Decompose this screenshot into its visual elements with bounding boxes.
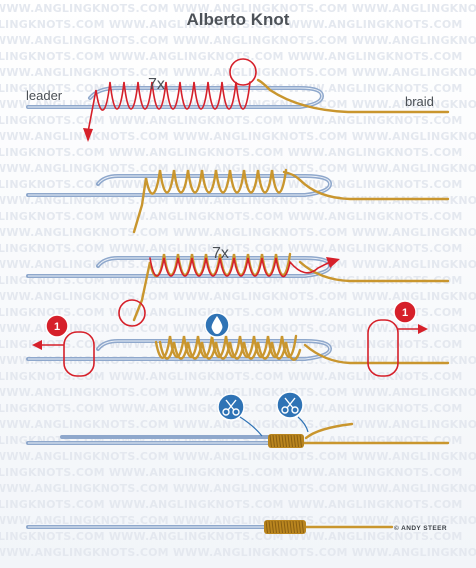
watermark-text: WWW.ANGLINGKNOTS.COM WWW.ANGLINGKNOTS.CO… <box>0 514 476 527</box>
knot-coil <box>299 434 302 448</box>
watermark-text: WWW.ANGLINGKNOTS.COM WWW.ANGLINGKNOTS.CO… <box>0 50 463 63</box>
step-4: 1 1 <box>26 300 450 377</box>
pull-arrow-left <box>32 340 42 350</box>
braid-label: braid <box>405 94 434 109</box>
leader-label: leader <box>26 88 63 103</box>
knot-coil <box>296 434 299 448</box>
pull-badge-left-label: 1 <box>54 321 60 333</box>
leader-highlight-step2 <box>28 175 331 196</box>
artist-credit: © ANDY STEER <box>394 524 447 532</box>
turn-count-step1: 7x <box>148 76 165 93</box>
braid-line-step1 <box>256 78 450 114</box>
pull-arrow-step1 <box>83 128 93 142</box>
knot-coil <box>287 434 290 448</box>
return-wraps-step3 <box>149 257 331 278</box>
knot-coil <box>295 520 298 534</box>
watermark-text: WWW.ANGLINGKNOTS.COM WWW.ANGLINGKNOTS.CO… <box>0 66 476 79</box>
knot-coil <box>271 520 274 534</box>
knot-coil <box>268 520 271 534</box>
knot-coil <box>277 520 280 534</box>
leader-highlight-step1 <box>27 87 323 108</box>
knot-coil <box>281 434 284 448</box>
knot-coil <box>275 434 278 448</box>
knot-coils-step6 <box>265 520 304 534</box>
watermark-text: WWW.ANGLINGKNOTS.COM WWW.ANGLINGKNOTS.CO… <box>0 162 476 175</box>
pull-arrow-right <box>418 324 428 334</box>
watermark-text: WWW.ANGLINGKNOTS.COM WWW.ANGLINGKNOTS.CO… <box>0 322 476 335</box>
watermark-text: WWW.ANGLINGKNOTS.COM WWW.ANGLINGKNOTS.CO… <box>0 386 476 399</box>
watermark-text: WWW.ANGLINGKNOTS.COM WWW.ANGLINGKNOTS.CO… <box>0 290 476 303</box>
knot-coil <box>289 520 292 534</box>
leader-highlight-step3 <box>28 257 331 277</box>
braid-line-step2 <box>282 170 450 201</box>
knot-coil <box>278 434 281 448</box>
watermark-text: WWW.ANGLINGKNOTS.COM WWW.ANGLINGKNOTS.CO… <box>0 546 476 559</box>
knot-coil <box>272 434 275 448</box>
watermark-text: WWW.ANGLINGKNOTS.COM WWW.ANGLINGKNOTS.CO… <box>0 34 476 47</box>
watermark-text: WWW.ANGLINGKNOTS.COM WWW.ANGLINGKNOTS.CO… <box>0 210 463 223</box>
knot-coil <box>286 520 289 534</box>
watermark-text: WWW.ANGLINGKNOTS.COM WWW.ANGLINGKNOTS.CO… <box>0 18 463 31</box>
watermark-text: WWW.ANGLINGKNOTS.COM WWW.ANGLINGKNOTS.CO… <box>0 306 463 319</box>
watermark-text: WWW.ANGLINGKNOTS.COM WWW.ANGLINGKNOTS.CO… <box>0 418 476 431</box>
watermark-text: WWW.ANGLINGKNOTS.COM WWW.ANGLINGKNOTS.CO… <box>0 466 463 479</box>
watermark-text: WWW.ANGLINGKNOTS.COM WWW.ANGLINGKNOTS.CO… <box>0 130 476 143</box>
knot-coil <box>298 520 301 534</box>
watermark-text: WWW.ANGLINGKNOTS.COM WWW.ANGLINGKNOTS.CO… <box>0 370 463 383</box>
braid-tag-end-step5 <box>304 422 354 440</box>
watermark-text: WWW.ANGLINGKNOTS.COM WWW.ANGLINGKNOTS.CO… <box>0 146 463 159</box>
knot-coil <box>265 520 268 534</box>
tag-end-highlight-circle <box>118 299 146 327</box>
watermark-text: WWW.ANGLINGKNOTS.COM WWW.ANGLINGKNOTS.CO… <box>0 258 476 271</box>
watermark-text: WWW.ANGLINGKNOTS.COM WWW.ANGLINGKNOTS.CO… <box>0 226 476 239</box>
knot-coil <box>284 434 287 448</box>
knot-coil <box>274 520 277 534</box>
knot-coil <box>292 520 295 534</box>
scissors-icon <box>276 391 304 419</box>
step-5 <box>26 391 450 448</box>
watermark-text: WWW.ANGLINGKNOTS.COM WWW.ANGLINGKNOTS.CO… <box>0 2 476 15</box>
water-drop-icon <box>204 312 230 338</box>
knot-coil <box>290 434 293 448</box>
watermark-text: WWW.ANGLINGKNOTS.COM WWW.ANGLINGKNOTS.CO… <box>0 450 476 463</box>
hold-box-right <box>367 319 399 377</box>
watermark-text: WWW.ANGLINGKNOTS.COM WWW.ANGLINGKNOTS.CO… <box>0 482 476 495</box>
braid-wraps-step1 <box>87 81 251 133</box>
knot-coil <box>293 434 296 448</box>
turn-count-step3: 7x <box>212 245 229 262</box>
knot-coils-step5 <box>269 434 302 448</box>
trim-pointer-right <box>297 416 309 433</box>
knot-coil <box>301 520 304 534</box>
scissors-icon <box>217 393 245 421</box>
watermark-text: WWW.ANGLINGKNOTS.COM WWW.ANGLINGKNOTS.CO… <box>0 194 476 207</box>
watermark-text: WWW.ANGLINGKNOTS.COM WWW.ANGLINGKNOTS.CO… <box>0 114 463 127</box>
hold-box-left <box>63 331 95 377</box>
pull-badge-right-label: 1 <box>402 307 408 319</box>
watermark-text: WWW.ANGLINGKNOTS.COM WWW.ANGLINGKNOTS.CO… <box>0 530 463 543</box>
braid-wraps-step2 <box>132 168 288 234</box>
trim-pointer-left <box>239 416 263 437</box>
knot-coil <box>283 520 286 534</box>
watermark-text: WWW.ANGLINGKNOTS.COM WWW.ANGLINGKNOTS.CO… <box>0 498 463 511</box>
diagram-title: Alberto Knot <box>187 10 290 29</box>
knot-coil <box>280 520 283 534</box>
step-2 <box>26 168 450 234</box>
braid-line-step3 <box>298 260 450 283</box>
return-wraps-step4 <box>158 340 302 361</box>
watermark-text: WWW.ANGLINGKNOTS.COM WWW.ANGLINGKNOTS.CO… <box>0 178 463 191</box>
loop-highlight-circle <box>229 58 257 86</box>
knot-coil <box>269 434 272 448</box>
pull-badge-right <box>393 300 417 324</box>
step-6: © ANDY STEER <box>26 520 447 534</box>
watermark-text: WWW.ANGLINGKNOTS.COM WWW.ANGLINGKNOTS.CO… <box>0 242 463 255</box>
pull-arrow-step3 <box>326 257 340 268</box>
step-3: 7x <box>26 245 450 327</box>
braid-line-step4 <box>303 343 450 365</box>
step-1: leader braid 7x <box>26 58 450 142</box>
pull-badge-left <box>45 314 69 338</box>
braid-wraps-step4 <box>154 334 298 359</box>
